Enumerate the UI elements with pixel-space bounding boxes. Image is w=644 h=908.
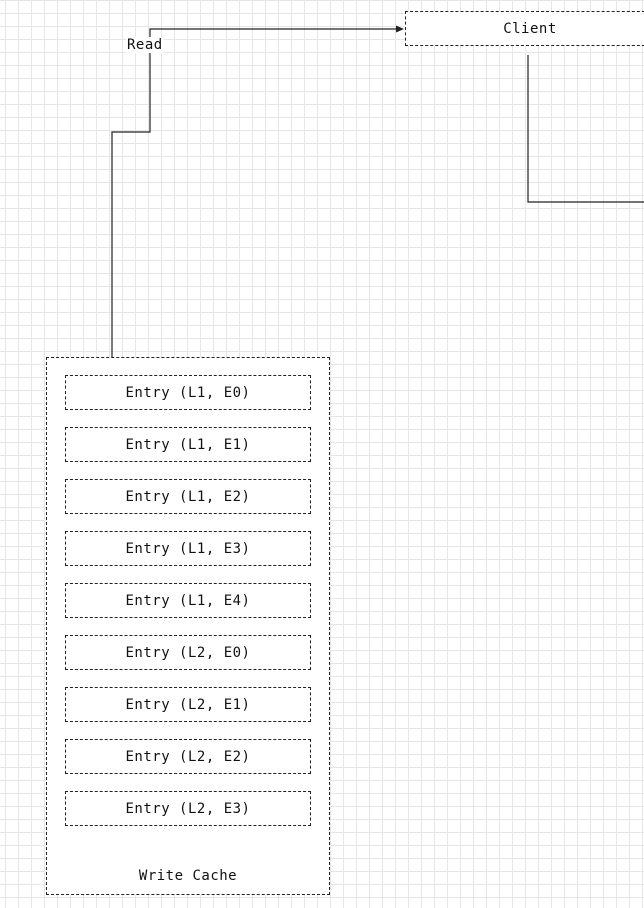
- client-outgoing-connector: [527, 55, 644, 203]
- read-edge-label: Read: [126, 37, 164, 53]
- cache-entry-label: Entry (L1, E2): [125, 488, 251, 505]
- cache-entry-label: Entry (L2, E1): [125, 696, 251, 713]
- cache-entry[interactable]: Entry (L2, E2): [65, 739, 311, 774]
- cache-entry-label: Entry (L2, E2): [125, 748, 251, 765]
- cache-entry[interactable]: Entry (L1, E2): [65, 479, 311, 514]
- cache-entry-label: Entry (L1, E4): [125, 592, 251, 609]
- cache-entry-label: Entry (L1, E3): [125, 540, 251, 557]
- read-connector: [111, 28, 398, 357]
- cache-entry-label: Entry (L2, E0): [125, 644, 251, 661]
- read-arrowhead: [396, 25, 404, 33]
- cache-entry[interactable]: Entry (L2, E1): [65, 687, 311, 722]
- cache-entry[interactable]: Entry (L1, E0): [65, 375, 311, 410]
- write-cache-label: Write Cache: [138, 868, 238, 884]
- client-node[interactable]: Client: [405, 11, 644, 46]
- cache-entry[interactable]: Entry (L2, E3): [65, 791, 311, 826]
- cache-entry-label: Entry (L1, E0): [125, 384, 251, 401]
- cache-entry[interactable]: Entry (L1, E1): [65, 427, 311, 462]
- cache-entry-label: Entry (L2, E3): [125, 800, 251, 817]
- cache-entry[interactable]: Entry (L1, E4): [65, 583, 311, 618]
- client-label: Client: [503, 20, 557, 37]
- cache-entry-label: Entry (L1, E1): [125, 436, 251, 453]
- cache-entry[interactable]: Entry (L1, E3): [65, 531, 311, 566]
- cache-entry[interactable]: Entry (L2, E0): [65, 635, 311, 670]
